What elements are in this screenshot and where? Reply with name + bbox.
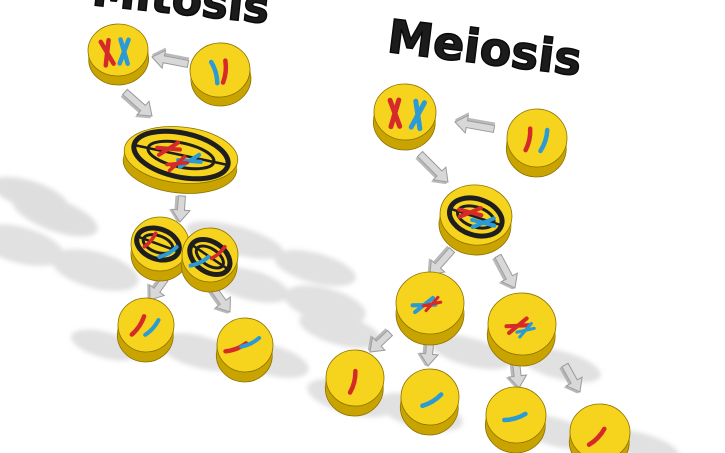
arrow-icon — [559, 362, 583, 394]
meiosis-cell-metaphase-I — [438, 184, 513, 256]
chromosome-icon — [538, 127, 550, 154]
meiosis-cell-II-right — [486, 292, 557, 367]
chromosome-icon — [117, 37, 131, 66]
arrow-icon — [427, 245, 456, 276]
meiosis-gamete-3 — [484, 386, 547, 453]
chromosome-icon — [98, 37, 116, 68]
arrow-icon — [207, 285, 231, 314]
arrow-icon — [415, 150, 449, 185]
chromosome-icon — [504, 316, 532, 335]
arrow-icon — [367, 328, 394, 353]
mitosis-daughter-2 — [215, 317, 274, 383]
chromosome-icon — [470, 216, 497, 230]
mitosis-cell-metaphase — [122, 126, 239, 194]
chromosome-icon — [239, 335, 262, 349]
mitosis-daughter-1 — [116, 297, 175, 363]
chromosome-icon — [188, 254, 211, 268]
meiosis-cell-start — [505, 108, 568, 178]
meiosis-gamete-2 — [399, 368, 460, 436]
chromosome-icon — [220, 58, 229, 85]
chromosome-icon — [515, 321, 536, 339]
arrow-icon — [417, 343, 440, 367]
mitosis-cell-start — [189, 42, 252, 107]
chromosome-icon — [502, 411, 528, 423]
chromosome-icon — [155, 140, 182, 157]
chromosome-icon — [586, 426, 607, 447]
chromosome-icon — [165, 155, 189, 173]
chromosome-icon — [209, 244, 227, 261]
chromosome-icon — [143, 318, 161, 337]
chromosome-icon — [408, 98, 427, 132]
meiosis-cell-II-left — [395, 271, 465, 346]
mitosis-cell-anaphase-right — [180, 227, 239, 293]
chromosome-icon — [142, 231, 158, 249]
meiosis-title: Meiosis — [384, 8, 586, 87]
arrow-icon — [120, 88, 153, 119]
arrow-icon — [151, 47, 190, 70]
arrow-icon — [454, 112, 496, 135]
mitosis-cell-anaphase-left — [130, 216, 190, 282]
chromosome-icon — [208, 59, 220, 86]
mitosis-cell-duplicated — [87, 23, 150, 86]
chromosome-icon — [420, 392, 444, 409]
meiosis-cell-duplicated — [372, 83, 437, 151]
chromosome-icon — [523, 126, 533, 153]
arrow-icon — [168, 195, 191, 223]
chromosome-icon — [387, 97, 403, 130]
cells — [87, 23, 631, 453]
chromosome-icon — [421, 295, 443, 313]
chromosome-icon — [347, 368, 358, 395]
arrows — [120, 47, 583, 394]
meiosis-gamete-4 — [568, 403, 631, 453]
arrow-icon — [492, 253, 518, 290]
meiosis-gamete-1 — [324, 349, 385, 417]
chromosome-icon — [129, 314, 147, 337]
chromosome-icon — [157, 245, 179, 259]
chromosome-icon — [457, 206, 484, 219]
meiosis-title-text: Meiosis — [385, 9, 585, 86]
